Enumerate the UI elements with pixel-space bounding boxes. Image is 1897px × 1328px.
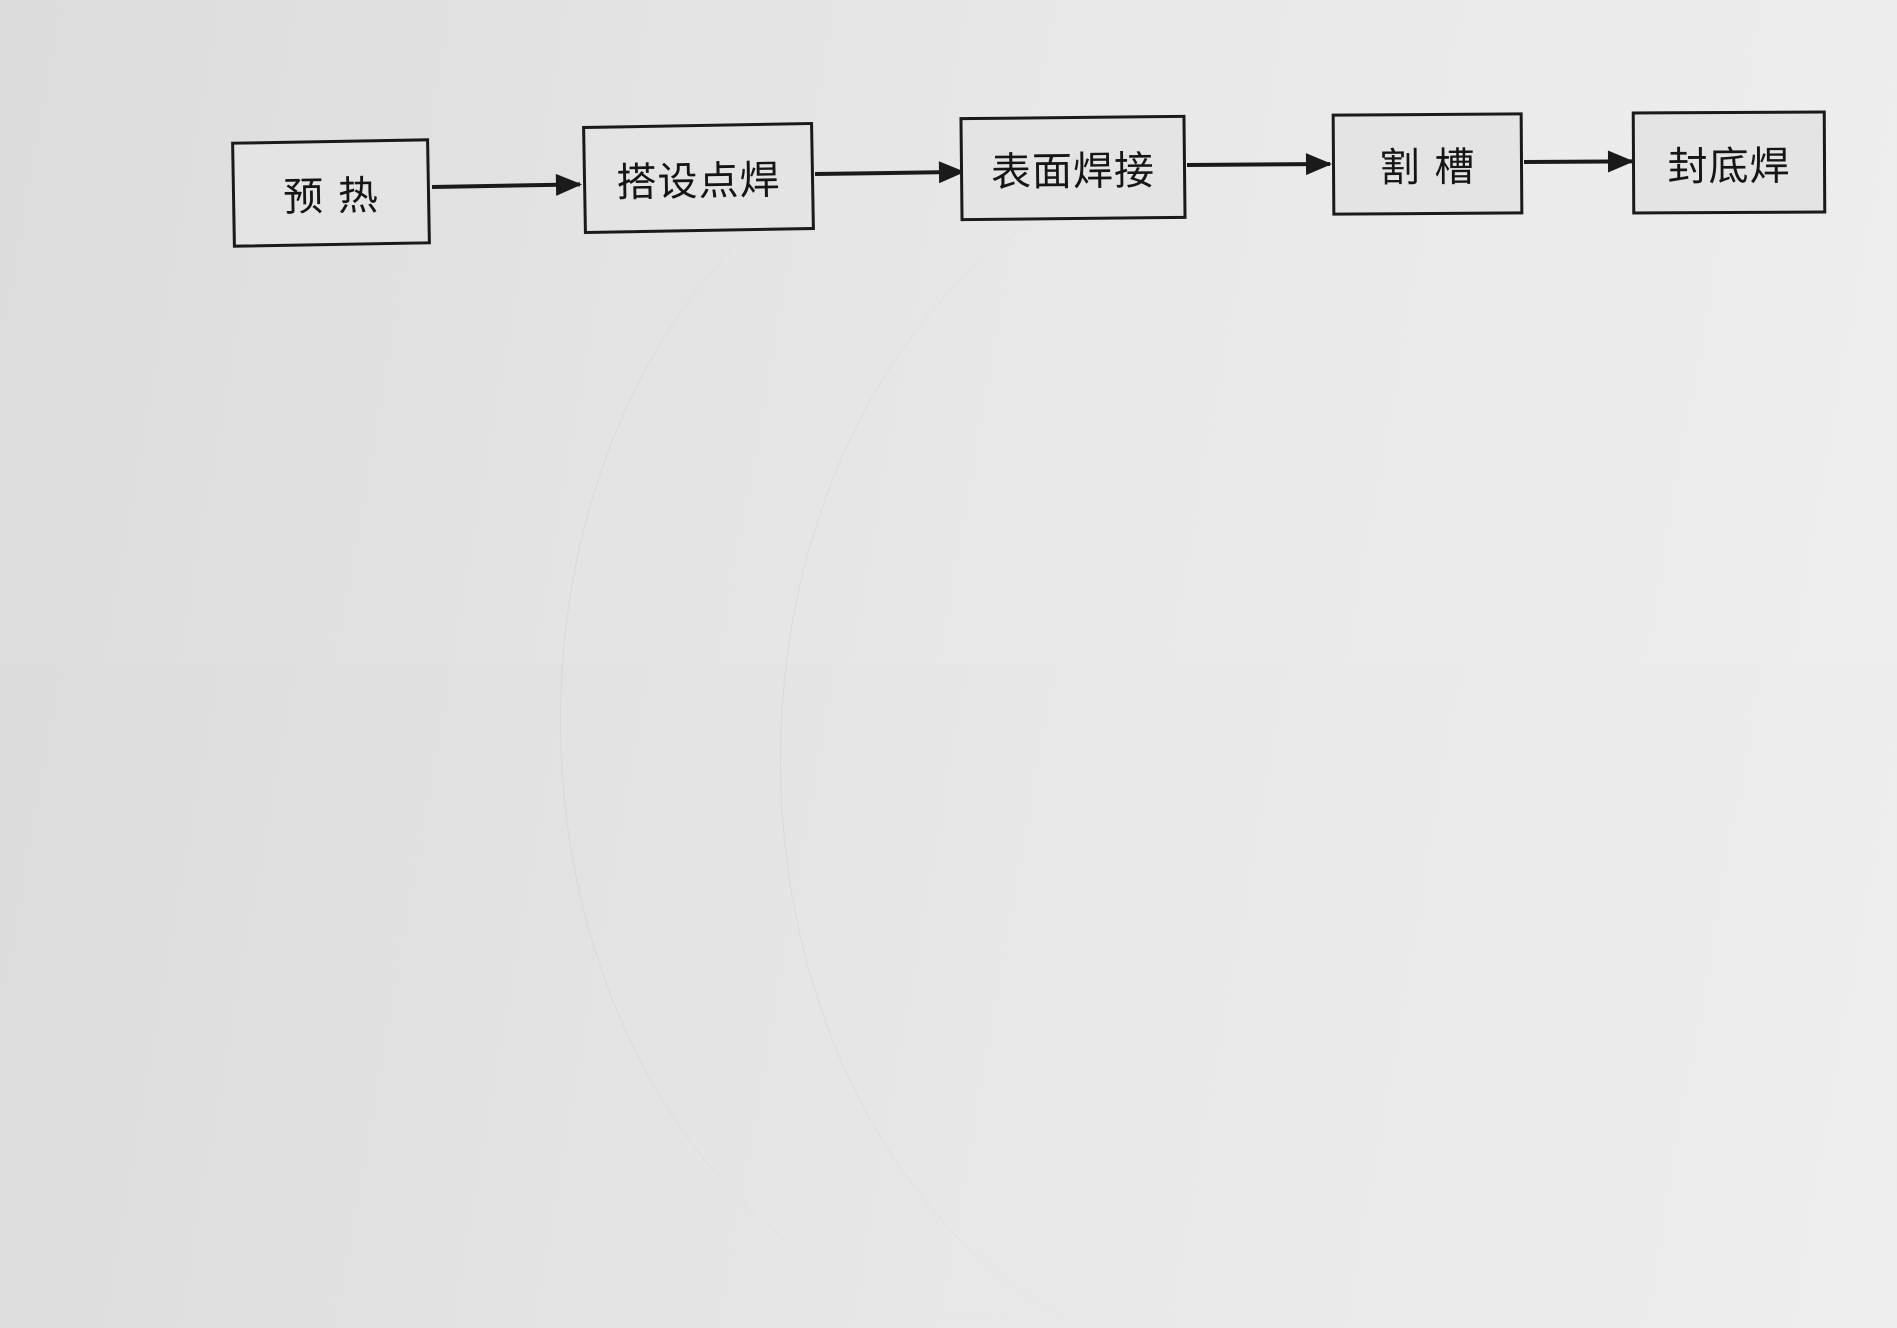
node-label: 割 槽 bbox=[1379, 144, 1476, 192]
node-label: 表面焊接 bbox=[990, 148, 1156, 196]
node-label: 搭设点焊 bbox=[616, 157, 781, 207]
node-label: 预 热 bbox=[282, 173, 380, 221]
flow-arrow bbox=[431, 182, 581, 189]
flow-node-tack-welding: 搭设点焊 bbox=[582, 121, 815, 235]
flow-node-gouging: 割 槽 bbox=[1331, 112, 1524, 216]
flow-arrow bbox=[1523, 159, 1633, 164]
flow-arrow bbox=[1186, 162, 1331, 167]
flow-node-backing-weld: 封底焊 bbox=[1631, 110, 1827, 215]
background-paper-curve bbox=[780, 160, 1681, 1328]
node-label: 封底焊 bbox=[1667, 143, 1791, 190]
flow-node-preheat: 预 热 bbox=[231, 138, 431, 248]
flow-node-surface-welding: 表面焊接 bbox=[959, 114, 1187, 222]
